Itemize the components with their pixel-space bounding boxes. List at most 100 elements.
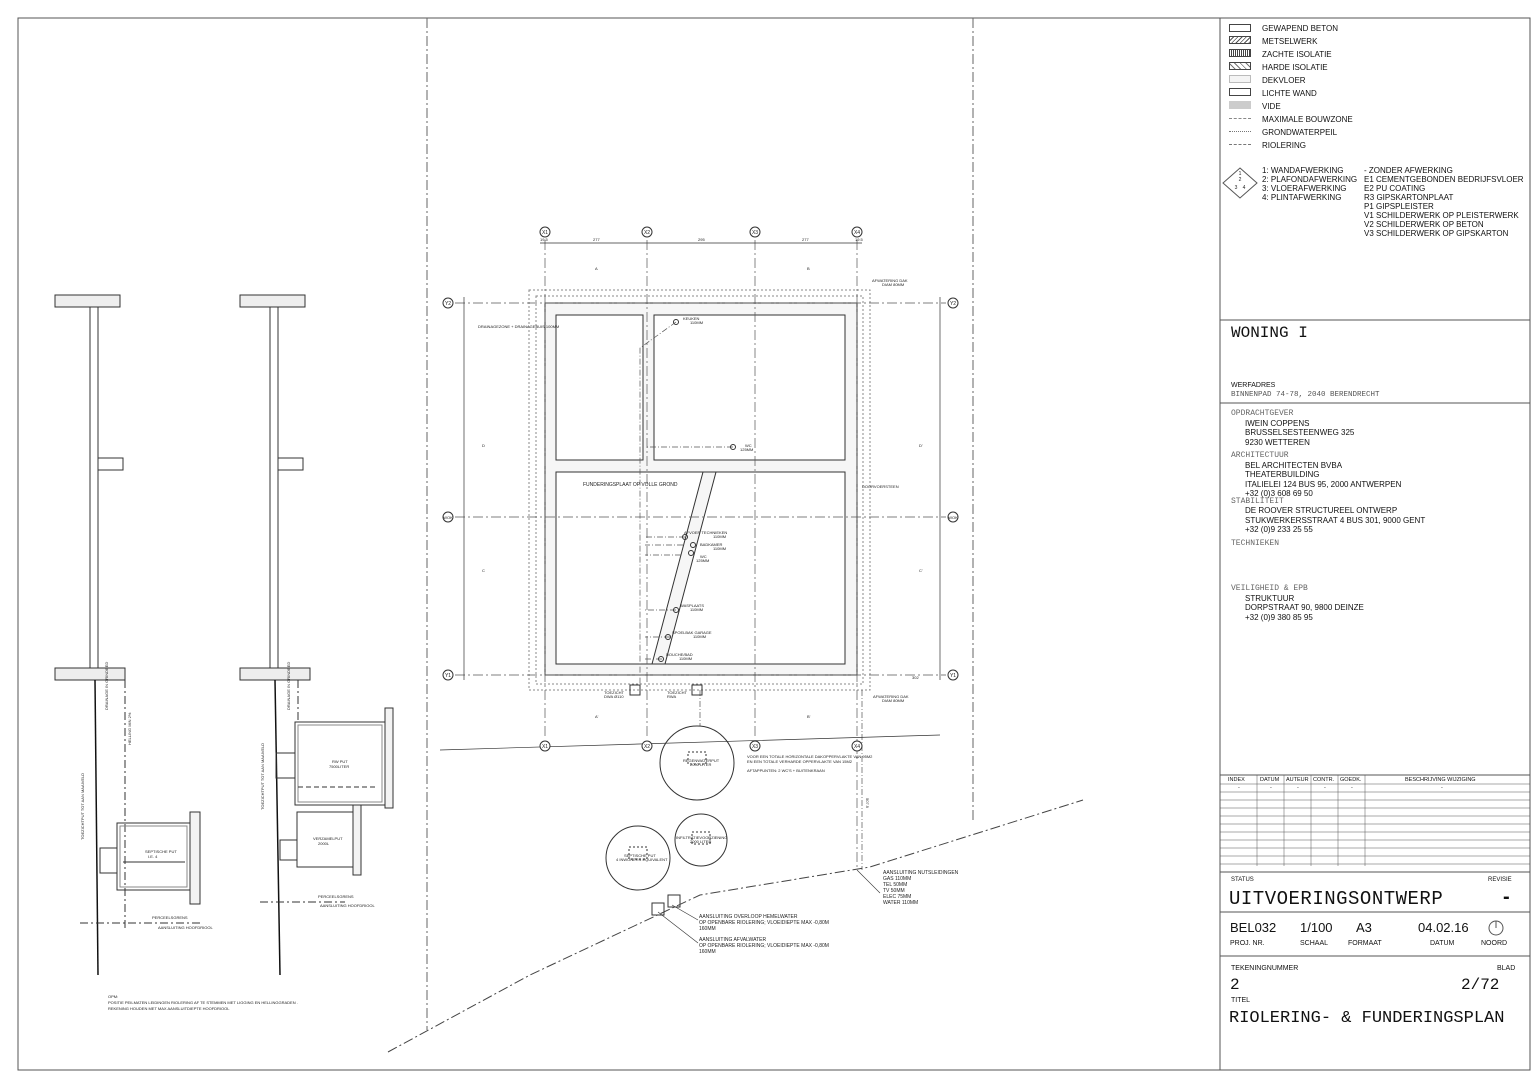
plan-annotation: GAS 110MM <box>883 876 911 882</box>
schaal-label: SCHAAL <box>1300 940 1329 947</box>
plan-annotation: 125MM <box>696 558 709 563</box>
proj-nr: BEL032 <box>1230 920 1277 935</box>
helling-label: HELLING MIN 2% <box>127 712 132 745</box>
dim-top: 19.5 <box>855 237 864 242</box>
note-area: VOOR EEN TOTALE HORIZONTALE DAKOPPERVLAK… <box>747 754 873 759</box>
revisie-label: REVISIE <box>1488 877 1512 883</box>
plan-annotation: 160MM <box>699 926 716 932</box>
section-marker: D <box>482 443 485 448</box>
legend-item: LICHTE WAND <box>1262 89 1317 98</box>
sheet-border <box>17 17 1531 1071</box>
plan-annotation: 110MM <box>690 320 703 325</box>
plan-annotation: WOK <box>443 515 453 520</box>
plan-annotation: X2 <box>644 744 650 750</box>
plan-annotation: INFILTRATIEVOORZIENING <box>676 835 727 840</box>
plan-annotation: Y2 <box>445 301 451 307</box>
section-marker: B <box>807 266 810 271</box>
plan-annotation: X3 <box>752 230 758 236</box>
plan-annotation: 110MM <box>713 546 726 551</box>
plan-annotation: DIAM 80MM <box>882 698 904 703</box>
finish-diamond-icon <box>1222 167 1258 199</box>
plan-annotation: WASPLAATS <box>680 603 704 608</box>
text-label: GOEDK. <box>1340 777 1362 783</box>
project-name: WONING I <box>1231 324 1308 342</box>
blad: 2/72 <box>1461 976 1500 994</box>
plan-annotation: 110MM <box>713 534 726 539</box>
swatch-riolering <box>1229 144 1251 145</box>
plan-annotation: OP OPENBARE RIOLERING; VLOEIDIEPTE MAX -… <box>699 943 829 949</box>
schaal: 1/100 <box>1300 920 1333 935</box>
plan-annotation: KEUKEN <box>683 316 700 321</box>
hoofdriool-1: AANSLUITING HOOFDRIOOL <box>158 925 213 930</box>
text-label: 2: PLAFONDAFWERKING <box>1262 175 1358 184</box>
werfadres: BINNENPAD 74-78, 2040 BERENDRECHT <box>1231 391 1380 399</box>
titleblock-lines <box>1220 167 1530 957</box>
text-label: - <box>1297 785 1299 791</box>
plan-annotation: WC <box>700 554 707 559</box>
plan-annotation: DWA Ø110 <box>604 694 624 699</box>
text-label: DE ROOVER STRUCTUREEL ONTWERP <box>1245 506 1398 515</box>
text-label: INDEX <box>1228 777 1245 783</box>
swatch-dekvloer <box>1229 75 1251 83</box>
legend-item: METSELWERK <box>1262 37 1318 46</box>
plan-annotation: 2000 LITER <box>690 839 711 844</box>
legend-item: GRONDWATERPEIL <box>1262 128 1338 137</box>
swatch-gewapend-beton <box>1229 24 1251 32</box>
rwput-label: RW PUT <box>332 759 348 764</box>
plan-annotation: X4 <box>854 230 860 236</box>
plan-annotation: 110MM <box>690 607 703 612</box>
plan-annotation: TOEZICHT <box>667 690 687 695</box>
text-label: 1: WANDAFWERKING <box>1262 166 1344 175</box>
diamond-numbers: 2 3 4 1 <box>1235 171 1246 191</box>
text-label: - <box>1270 785 1272 791</box>
septic-label: SEPTISCHE PUT <box>145 849 177 854</box>
tekeningnummer: 2 <box>1230 976 1240 994</box>
plan-annotation: X2 <box>644 230 650 236</box>
plan-annotation: 4 <box>1243 185 1246 191</box>
text-label: DATUM <box>1260 777 1280 783</box>
doorvoer-label: DOORVOERSTEEN <box>862 484 899 489</box>
dim-top: 295 <box>698 237 705 242</box>
tekeningnummer-label: TEKENINGNUMMER <box>1231 965 1299 972</box>
swatch-harde-isolatie <box>1229 62 1251 70</box>
swatch-bouwzone <box>1229 118 1251 119</box>
formaat: A3 <box>1356 920 1372 935</box>
toezicht-label-2: TOEZICHTPUT TOT AAN MAAIVELD <box>260 743 265 810</box>
text-label: THEATERBUILDING <box>1245 470 1320 479</box>
text-label: 4: PLINTAFWERKING <box>1262 193 1342 202</box>
text-label: R3 GIPSKARTONPLAAT <box>1364 193 1454 202</box>
plan-annotation: 2 <box>1239 177 1242 183</box>
text-label: +32 (0)3 608 69 50 <box>1245 489 1313 498</box>
text-label: E1 CEMENTGEBONDEN BEDRIJFSVLOER <box>1364 175 1524 184</box>
toezicht-label-1: TOEZICHTPUT TOT AAN MAAIVELD <box>80 773 85 840</box>
legend-item: ZACHTE ISOLATIE <box>1262 50 1332 59</box>
note-aftap: AFTAPPUNTEN: 2 WC'S + BUITENKRAAN <box>747 768 825 773</box>
plan-labels: 19.5 277 295 277 19.5 302 A B C C' D D' … <box>478 237 959 955</box>
plan-annotation: 125MM <box>740 447 753 452</box>
perceelsgrens-1: PERCEELSGRENS <box>152 915 188 920</box>
text-label: - <box>1324 785 1326 791</box>
note-area: EN EEN TOTALE VERHARDE OPPERVLAKTE VAN 1… <box>747 759 853 764</box>
datum-label: DATUM <box>1430 940 1455 947</box>
werfadres-label: WERFADRES <box>1231 382 1276 389</box>
text-label: STUKWERKERSSTRAAT 4 BUS 301, 9000 GENT <box>1245 515 1426 525</box>
verzamelput-label: VERZAMELPUT <box>313 836 343 841</box>
plan-annotation: WC <box>745 443 752 448</box>
note-label: OPM: <box>108 994 118 999</box>
plan-annotation: 110MM <box>693 634 706 639</box>
section-marker: C <box>482 568 485 573</box>
rwput-label-sub: 7500LITER <box>329 764 349 769</box>
formaat-label: FORMAAT <box>1348 940 1382 947</box>
swatch-grondwaterpeil <box>1229 131 1251 132</box>
section-marker: C' <box>919 568 923 573</box>
plan-annotation: ELEC 75MM <box>883 894 911 900</box>
text-label: BESCHRIJVING WIJZIGING <box>1405 777 1476 783</box>
plan-annotation: Y1 <box>950 673 956 679</box>
text-label: - ZONDER AFWERKING <box>1364 166 1453 175</box>
plan-annotation: BADKAMER <box>700 542 723 547</box>
